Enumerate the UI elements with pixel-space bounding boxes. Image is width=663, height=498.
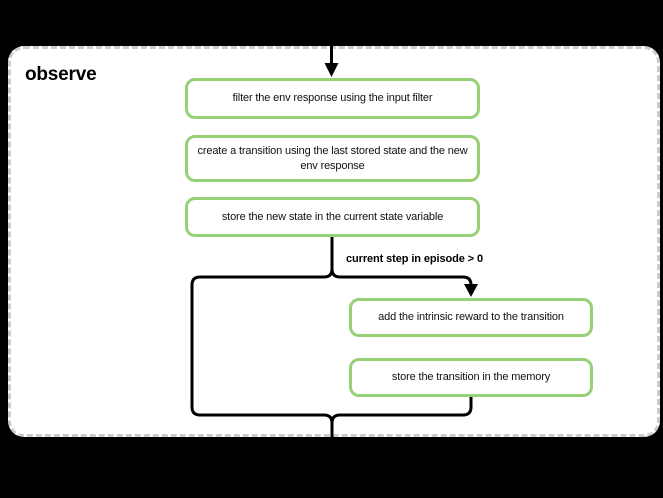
node-store-transition: store the transition in the memory <box>349 358 593 397</box>
node-create-transition: create a transition using the last store… <box>185 135 480 182</box>
node-label: store the transition in the memory <box>391 371 551 384</box>
group-title: observe <box>25 64 97 85</box>
node-filter-env-response: filter the env response using the input … <box>185 78 480 119</box>
node-label: add the intrinsic reward to the transiti… <box>378 311 564 324</box>
edge-condition-label: current step in episode > 0 <box>346 253 483 265</box>
node-label: filter the env response using the input … <box>232 92 433 105</box>
node-store-new-state: store the new state in the current state… <box>185 197 480 237</box>
node-label: create a transition using the last store… <box>197 144 468 172</box>
node-add-intrinsic-reward: add the intrinsic reward to the transiti… <box>349 298 593 337</box>
node-label: store the new state in the current state… <box>221 210 444 223</box>
